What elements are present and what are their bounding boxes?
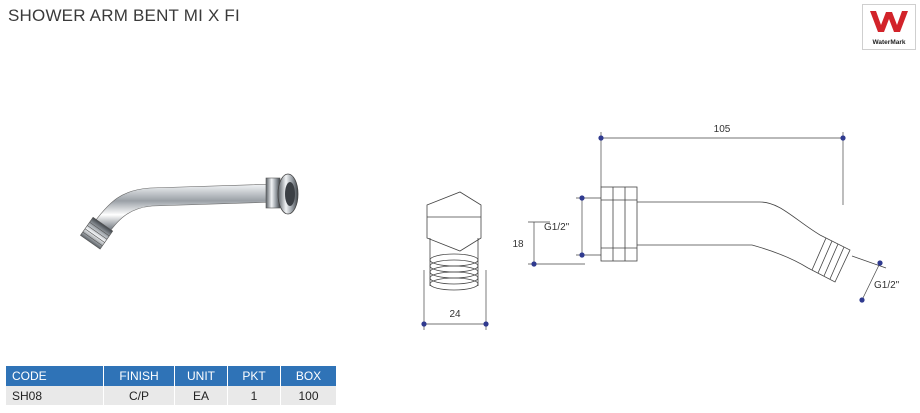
dimension-length: 105 [714, 124, 731, 135]
cell-code: SH08 [6, 386, 104, 405]
dimension-width: 24 [449, 309, 461, 320]
header-pkt: PKT [227, 366, 281, 386]
header-unit: UNIT [174, 366, 228, 386]
cell-box: 100 [280, 386, 337, 405]
technical-drawing: 105 24 18 G1/2" G1/2" [421, 124, 900, 330]
table-row: SH08 C/P EA 1 100 [6, 386, 337, 405]
cell-unit: EA [174, 386, 228, 405]
spec-table: CODE FINISH UNIT PKT BOX SH08 C/P EA 1 1… [6, 366, 337, 405]
page-title: SHOWER ARM BENT MI X FI [8, 6, 240, 25]
cell-pkt: 1 [227, 386, 281, 405]
header-box: BOX [280, 366, 337, 386]
product-photo [80, 173, 299, 250]
watermark-w-icon [870, 11, 908, 32]
thread-label-left: G1/2" [544, 222, 570, 233]
header-code: CODE [6, 366, 104, 386]
table-header-row: CODE FINISH UNIT PKT BOX [6, 366, 337, 386]
watermark-logo: WaterMark [862, 4, 916, 50]
thread-label-right: G1/2" [874, 280, 900, 291]
header-finish: FINISH [103, 366, 175, 386]
cell-finish: C/P [103, 386, 175, 405]
dimension-height: 18 [512, 239, 524, 250]
watermark-label: WaterMark [872, 39, 906, 46]
